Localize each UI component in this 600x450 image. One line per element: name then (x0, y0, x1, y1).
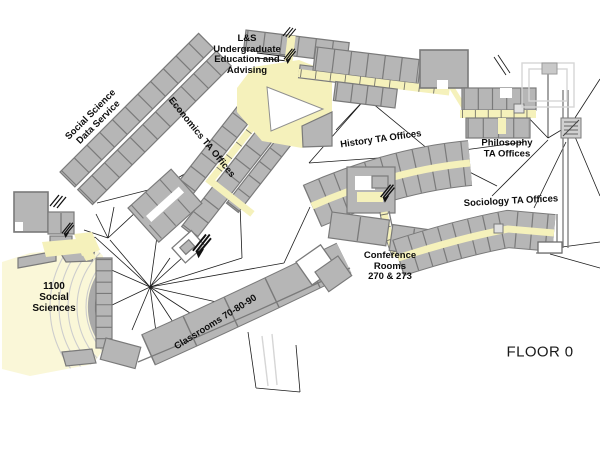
elevator-icon (513, 103, 525, 114)
label-philosophy-ta-offices: Philosophy TA Offices (481, 137, 533, 159)
wing-sociology-ta-offices (392, 209, 563, 277)
wing-philosophy-ta-offices (460, 87, 537, 139)
wing-social-science-data-service (59, 32, 232, 206)
east-wall-and-stair (521, 62, 582, 248)
elevator-icon (493, 223, 504, 234)
hatch-mark-icon (49, 194, 67, 209)
central-stair-cluster (346, 166, 396, 214)
small-stair-structure (171, 229, 206, 264)
wing-north-corridor (298, 46, 450, 109)
floor-indicator: FLOOR 0 (506, 343, 574, 361)
wing-classrooms (99, 242, 353, 370)
exit-vestibule (537, 241, 563, 254)
label-ls-advising: L&S Undergraduate Education and Advising (213, 32, 281, 76)
label-lecture-hall-1100: 1100 Social Sciences (32, 281, 76, 315)
center-office-cluster (127, 168, 203, 244)
label-conference-rooms: Conference Rooms 270 & 273 (363, 250, 417, 283)
west-entry-cluster (13, 191, 96, 261)
